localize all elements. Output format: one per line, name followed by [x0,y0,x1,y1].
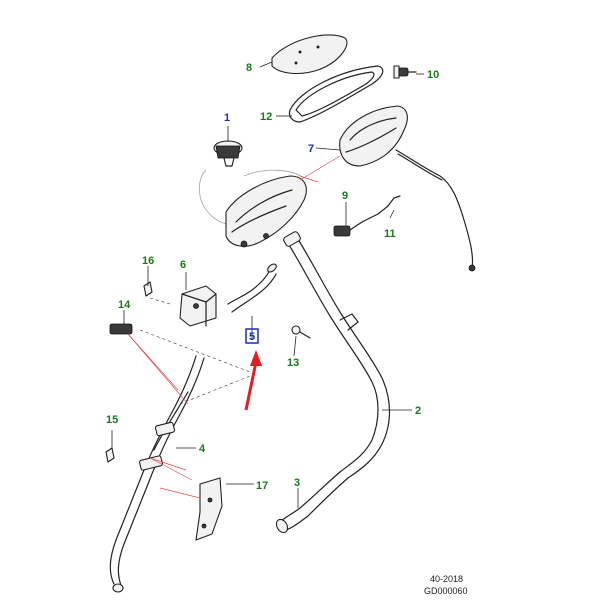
part-11-lead [387,195,401,207]
part-12-seal-ring [288,65,384,123]
footer-drawing-id: GD000060 [424,586,468,596]
callout-15: 15 [106,414,118,426]
part-3-lower-neck [275,471,349,534]
callout-3: 3 [294,477,300,489]
callout-6: 6 [180,259,186,271]
callout-5: 5 [249,331,255,343]
callout-10: 10 [427,69,439,81]
part-9-sensor [333,205,389,237]
footer-date-code: 40-2018 [430,574,463,584]
part-4-line-bundle [109,355,205,593]
part-14-clip [109,323,133,335]
callout-8: 8 [246,62,252,74]
part-7-pump-cover [339,105,476,272]
part-5-vent-hose [227,263,277,313]
callout-16: 16 [142,255,154,267]
part-10-connector [393,65,417,79]
part-15-bolt [105,447,115,463]
part-2-filler-pipe [283,231,391,479]
callout-17: 17 [256,480,268,492]
callout-14: 14 [118,299,131,311]
callout-11: 11 [384,228,396,240]
construction-lines [139,297,251,405]
callout-9: 9 [342,190,348,202]
part-8-gasket [271,34,348,75]
red-reference-lines [127,155,341,499]
callout-leaders [111,61,424,508]
part-1-sender-cap [213,140,243,167]
callout-5-highlight-box [245,328,259,344]
part-6-canister [179,285,217,327]
callout-13: 13 [287,357,299,369]
part-17-bracket [195,477,223,541]
tank-flange-assembly [225,175,307,248]
callout-2: 2 [415,405,421,417]
callout-12: 12 [260,111,272,123]
part-13-bolt [291,325,311,339]
callout-7: 7 [308,143,314,155]
red-pointer-arrow [244,350,262,411]
callout-1: 1 [224,112,230,124]
callout-4: 4 [199,443,206,455]
